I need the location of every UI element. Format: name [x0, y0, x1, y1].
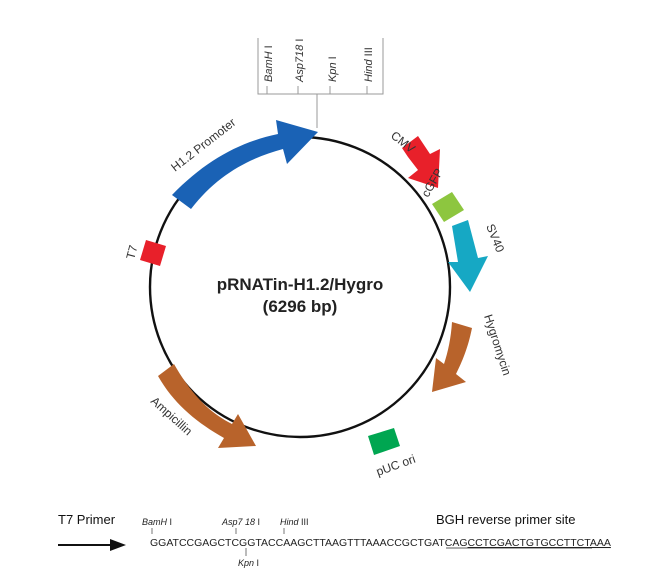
bgh-reverse-primer-label: BGH reverse primer site [436, 512, 575, 527]
seq-site-asp718i: Asp7 18 I [221, 517, 260, 527]
mcs-bracket [257, 38, 384, 128]
seq-site-hindiii: Hind III [280, 517, 309, 527]
t7-primer-arrow [58, 539, 126, 551]
mcs-site-hindiii: Hind III [363, 47, 375, 82]
insert-sequence: GGATCCGAGCTCGGTACCAAGCTTAAGTTTAAACCGCTGA… [150, 537, 611, 549]
h1-promoter-arrow [172, 120, 318, 209]
seq-site-kpni: Kpn I [238, 558, 259, 568]
ampicillin-arrow [158, 364, 256, 448]
plasmid-size: (6296 bp) [263, 297, 338, 316]
mcs-site-kpni: Kpn I [327, 56, 339, 82]
hygromycin-arrow [432, 322, 472, 392]
puc-ori-box [368, 428, 400, 455]
cmv-arrow [402, 136, 440, 188]
t7-label: T7 [123, 243, 140, 260]
sv40-label: SV40 [483, 222, 507, 255]
seq-site-bamhi: BamH I [142, 517, 172, 527]
mcs-site-bamhi: BamH I [263, 45, 275, 82]
sv40-arrow [448, 220, 488, 292]
cgfp-box [432, 192, 464, 222]
hygromycin-label: Hygromycin [481, 313, 514, 378]
t7-primer-label: T7 Primer [58, 512, 116, 527]
t7-box [140, 240, 166, 266]
puc-ori-label: pUC ori [374, 452, 417, 479]
mcs-site-asp718i: Asp718 I [294, 39, 306, 83]
plasmid-name: pRNATin-H1.2/Hygro [217, 275, 384, 294]
seq-site-ticks [151, 528, 285, 556]
